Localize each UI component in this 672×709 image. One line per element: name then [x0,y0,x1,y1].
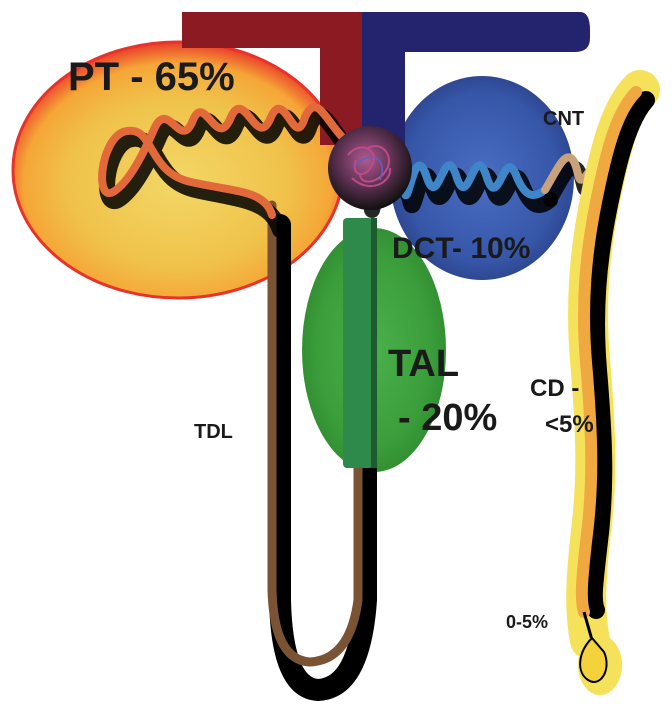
cd-label-line2: <5% [545,411,594,438]
cnt-label: CNT [543,108,584,130]
tal-label-line1: TAL [388,343,459,385]
dct-label: DCT- 10% [392,232,530,265]
tal-tubule [343,218,373,468]
drop-label: 0-5% [506,612,548,632]
tal-tubule-edge [371,218,377,468]
glomerulus-icon [328,126,412,210]
cd-label-line1: CD - [530,375,579,402]
pt-label: PT - 65% [68,55,235,99]
tdl-label: TDL [194,421,233,443]
tal-label-line2: - 20% [398,397,497,439]
